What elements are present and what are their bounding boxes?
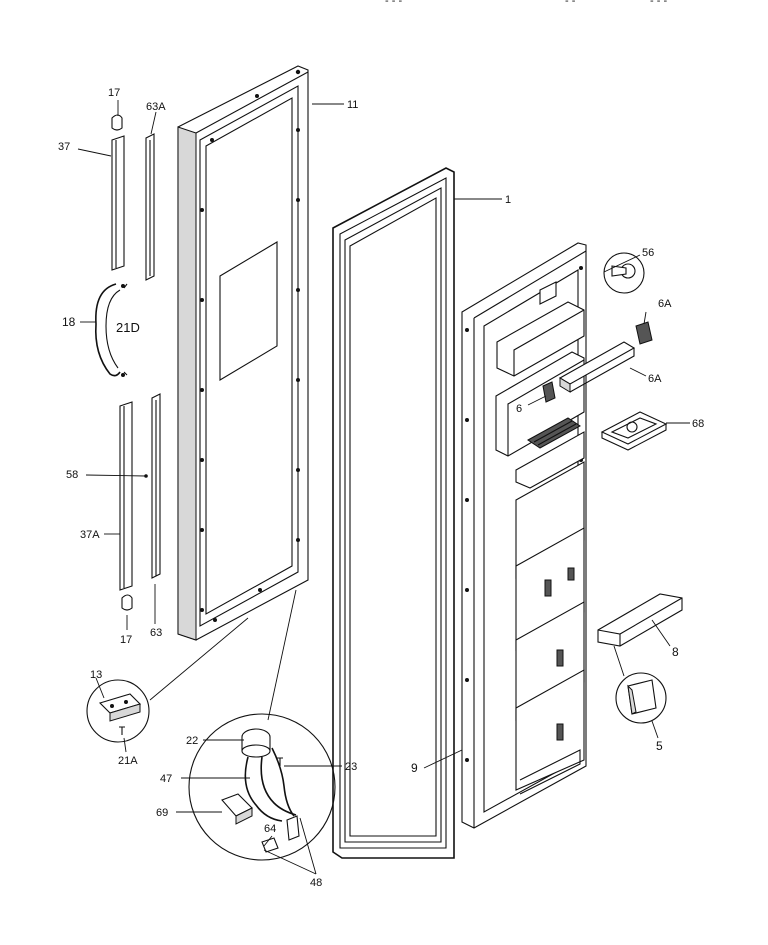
label-5: 5: [656, 739, 663, 753]
label-13: 13: [90, 669, 102, 681]
label-6A-mid: 6A: [648, 373, 662, 385]
label-64: 64: [264, 823, 276, 835]
label-9: 9: [411, 761, 418, 775]
label-63A: 63A: [146, 101, 166, 113]
label-58: 58: [66, 469, 78, 481]
wiring-detail: [188, 713, 336, 861]
label-23: 23: [345, 761, 357, 773]
clip-6A: [635, 321, 653, 345]
dispenser-grille-lines: [533, 420, 577, 446]
label-6: 6: [516, 403, 522, 415]
callout-labels: 17 63A 11 37 1 56 18 21D 6A 6A 6 68 58 3…: [58, 87, 704, 889]
label-17-top: 17: [108, 87, 120, 99]
end-cap-bottom: [121, 594, 133, 611]
label-56: 56: [642, 247, 654, 259]
header-fragment-1: - - -: [385, 0, 402, 7]
label-68: 68: [692, 418, 704, 430]
header-fragments: - - - - - - - -: [385, 0, 667, 7]
inner-door-liner: [461, 242, 587, 829]
lamp-cover-68: [600, 411, 668, 451]
trim-strip-63A: [145, 133, 155, 281]
label-18: 18: [62, 315, 76, 329]
hinge-detail: [86, 679, 150, 743]
handle-screws: [123, 283, 128, 376]
label-11: 11: [347, 99, 358, 111]
outer-door-panel: [177, 65, 309, 641]
label-17-bottom: 17: [120, 634, 132, 646]
header-fragment-2: - -: [565, 0, 576, 7]
trim-strip-63: [151, 393, 161, 579]
trim-strip-37: [111, 135, 125, 271]
shelf-bar-8: [597, 593, 683, 647]
label-21D: 21D: [116, 320, 140, 335]
outer-panel-screw-holes: [200, 69, 301, 622]
header-fragment-3: - - -: [650, 0, 667, 7]
label-48: 48: [310, 877, 322, 889]
door-gasket: [332, 167, 455, 859]
label-1: 1: [505, 194, 511, 206]
trim-strip-37A: [119, 401, 133, 591]
door-handle: [94, 283, 125, 377]
end-cap-top: [111, 114, 123, 131]
label-37: 37: [58, 141, 70, 153]
label-22: 22: [186, 735, 198, 747]
label-21A: 21A: [118, 755, 138, 767]
end-cap-5-detail: [615, 672, 667, 724]
leader-lines: [77, 100, 690, 875]
label-69: 69: [156, 807, 168, 819]
label-47: 47: [160, 773, 172, 785]
screw-58-left: [144, 474, 148, 478]
label-6A-top: 6A: [658, 298, 672, 310]
bar-6A: [558, 341, 636, 393]
label-37A: 37A: [80, 529, 100, 541]
label-63: 63: [150, 627, 162, 639]
label-8: 8: [672, 645, 679, 659]
screw-56-detail: [603, 252, 645, 294]
